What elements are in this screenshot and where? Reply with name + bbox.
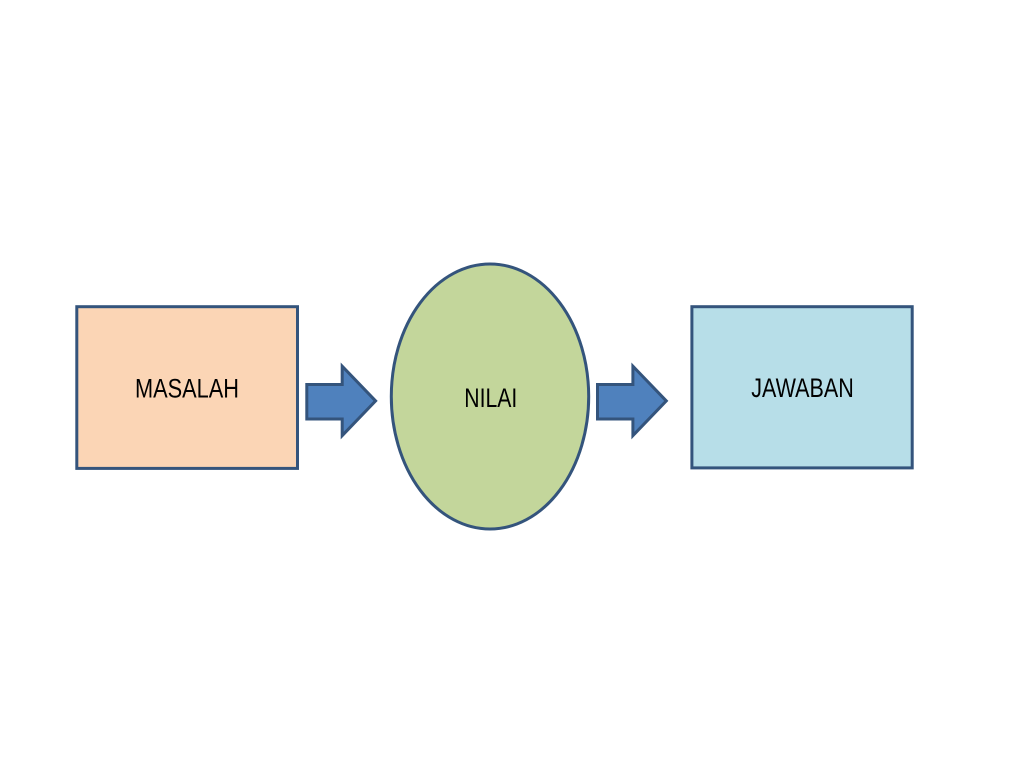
svg-text:NILAI: NILAI <box>464 383 517 413</box>
svg-text:MASALAH: MASALAH <box>135 374 239 404</box>
svg-text:JAWABAN: JAWABAN <box>751 373 854 403</box>
